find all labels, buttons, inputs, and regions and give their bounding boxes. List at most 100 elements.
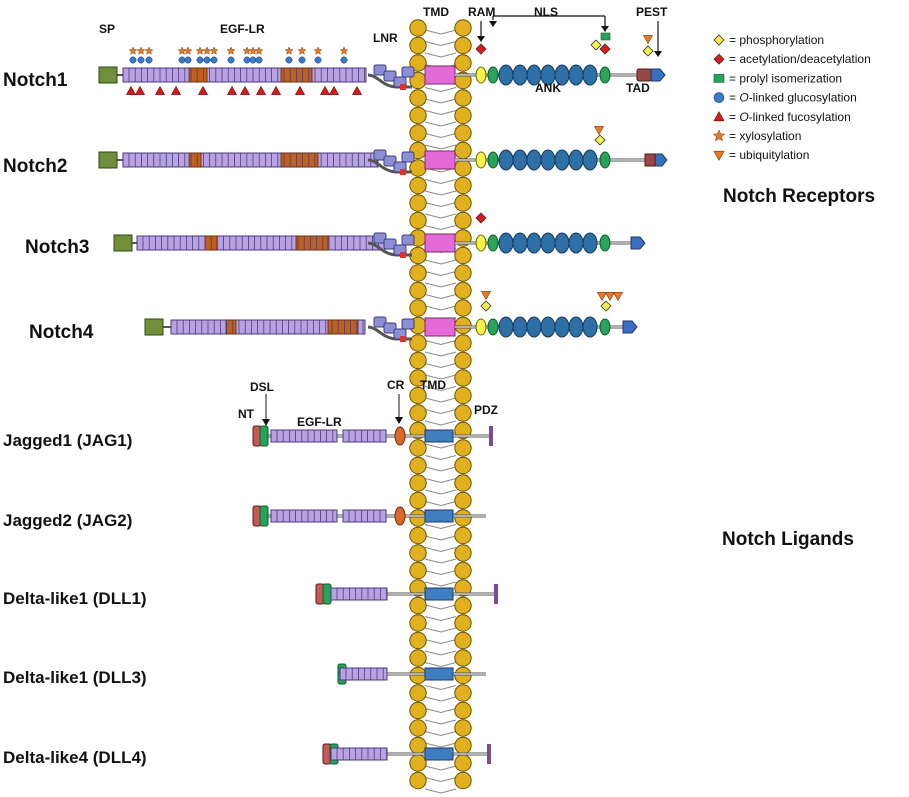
xylosylation-mark bbox=[128, 46, 138, 55]
legend-text: = xylosylation bbox=[729, 129, 801, 143]
ankyrin-repeat bbox=[498, 149, 514, 171]
egf-repeats-bar bbox=[330, 587, 388, 601]
xylosylation-mark bbox=[177, 46, 187, 55]
lipid-head bbox=[454, 369, 472, 387]
lipid-head bbox=[454, 281, 472, 300]
nls-node bbox=[599, 318, 611, 336]
tad-domain bbox=[636, 68, 652, 82]
legend-triangle-up bbox=[713, 111, 725, 122]
lipid-tail bbox=[424, 374, 457, 380]
glucosylation-mark bbox=[184, 56, 192, 64]
egf-repeats-bar bbox=[339, 667, 388, 681]
glucosylation-mark bbox=[249, 56, 257, 64]
lnr-repeat bbox=[401, 318, 415, 330]
ligands-group bbox=[252, 394, 498, 765]
receptor-tmd bbox=[424, 65, 456, 85]
lipid-head bbox=[454, 614, 472, 632]
lipid-head bbox=[454, 439, 472, 457]
ankyrin-repeat bbox=[526, 316, 542, 338]
fucosylation-mark bbox=[270, 85, 282, 95]
egf-repeats-bar bbox=[270, 509, 338, 523]
lipid-tail bbox=[424, 731, 457, 737]
ligand-egf-lr-label: EGF-LR bbox=[297, 415, 342, 429]
lipid-tail bbox=[424, 179, 457, 185]
xylosylation-mark bbox=[226, 46, 236, 55]
nls-node bbox=[599, 234, 611, 252]
nls-label: NLS bbox=[534, 5, 558, 19]
acetylation-mark bbox=[475, 212, 487, 224]
egf-calcium-repeats bbox=[280, 152, 319, 168]
lipid-head bbox=[454, 649, 472, 667]
ligand-tmd bbox=[424, 587, 454, 601]
lipid-tail bbox=[424, 363, 457, 369]
lipid-head bbox=[454, 561, 472, 580]
ankyrin-repeat bbox=[540, 149, 556, 171]
glucosylation-mark bbox=[203, 56, 211, 64]
lipid-tail bbox=[424, 604, 457, 610]
ubiquitylation-mark bbox=[604, 292, 616, 302]
egf-repeats-bar bbox=[270, 429, 338, 443]
ram-label: RAM bbox=[468, 5, 495, 19]
pdz-motif bbox=[494, 584, 498, 604]
ubiquitylation-mark bbox=[593, 126, 605, 136]
ligand-row bbox=[315, 583, 498, 605]
acetylation-mark bbox=[599, 43, 611, 55]
xylosylation-mark bbox=[313, 46, 323, 55]
lnr-repeat bbox=[373, 316, 387, 328]
ankyrin-repeat bbox=[568, 232, 584, 254]
lipid-tail bbox=[424, 788, 457, 794]
ankyrin-repeat bbox=[498, 316, 514, 338]
ankyrin-repeat bbox=[554, 232, 570, 254]
lnr-repeat bbox=[373, 232, 387, 244]
fucosylation-mark bbox=[134, 85, 146, 95]
lnr-repeat bbox=[401, 66, 415, 78]
fucosylation-mark bbox=[154, 85, 166, 95]
top-arrows bbox=[477, 15, 662, 57]
dsl-label: DSL bbox=[250, 380, 274, 394]
lipid-head bbox=[409, 19, 427, 37]
receptor-tmd bbox=[424, 233, 456, 253]
receptor-name: Notch3 bbox=[25, 237, 89, 258]
lipid-head bbox=[454, 596, 472, 615]
lipid-head bbox=[409, 474, 427, 492]
lnr-repeat bbox=[383, 70, 397, 82]
ligand-tmd bbox=[424, 747, 454, 761]
lipid-head bbox=[409, 456, 427, 475]
lipid-tail bbox=[424, 420, 457, 426]
glucosylation-mark bbox=[314, 56, 322, 64]
lipid-tail bbox=[424, 719, 457, 725]
xylosylation-mark bbox=[284, 46, 294, 55]
cleavage-site bbox=[400, 84, 406, 90]
egf-calcium-repeats bbox=[295, 235, 329, 251]
lipid-head bbox=[454, 351, 472, 370]
lipid-head bbox=[454, 684, 472, 702]
legend-text: = acetylation/deacetylation bbox=[729, 52, 871, 66]
nls-node bbox=[487, 234, 499, 252]
lipid-head bbox=[454, 141, 472, 160]
lipid-tail bbox=[424, 305, 457, 311]
lipid-tail bbox=[424, 282, 457, 288]
ankyrin-repeat bbox=[582, 316, 598, 338]
lipid-head bbox=[409, 544, 427, 562]
lnr-repeat bbox=[383, 155, 397, 167]
lipid-tail bbox=[424, 190, 457, 196]
ubiquitylation-mark bbox=[480, 291, 492, 301]
ligand-name: Delta-like1 (DLL3) bbox=[3, 668, 147, 687]
lnr-repeat bbox=[383, 322, 397, 334]
ligand-tmd bbox=[424, 667, 454, 681]
lipid-head bbox=[409, 106, 427, 125]
phosphorylation-mark bbox=[600, 300, 612, 312]
lipid-head bbox=[409, 386, 427, 405]
receptor-row bbox=[98, 32, 666, 95]
egf-calcium-repeats bbox=[188, 152, 202, 168]
ligand-row bbox=[337, 663, 486, 685]
lipid-tail bbox=[424, 662, 457, 668]
receptors-section-title: Notch Receptors bbox=[723, 186, 875, 207]
lipid-tail bbox=[424, 52, 457, 58]
lipid-tail bbox=[424, 535, 457, 541]
lipid-tail bbox=[424, 386, 457, 392]
lnr-repeat bbox=[383, 238, 397, 250]
dsl-domain bbox=[259, 505, 269, 527]
lipid-tail bbox=[424, 696, 457, 702]
fucosylation-mark bbox=[125, 85, 137, 95]
